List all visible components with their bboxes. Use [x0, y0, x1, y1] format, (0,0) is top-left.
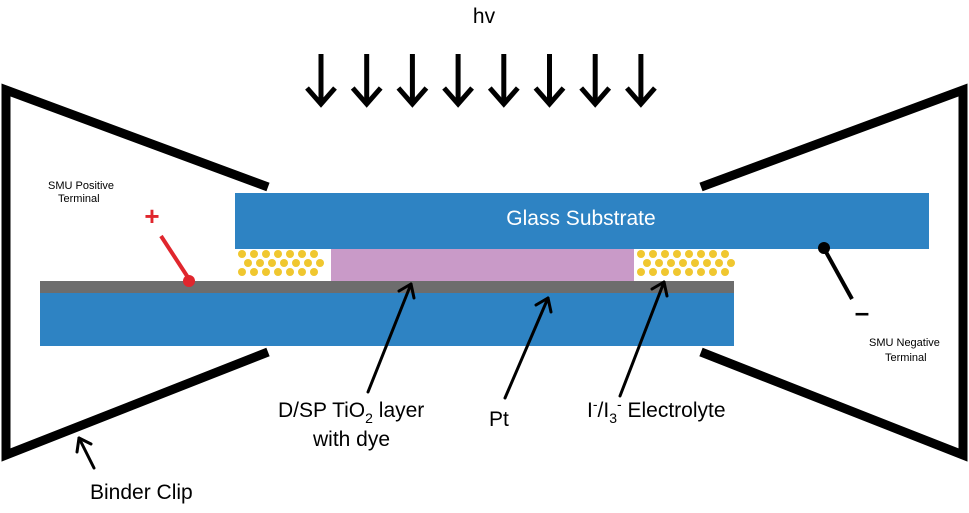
electrolyte-dot	[673, 268, 681, 276]
electrolyte-dot	[727, 259, 735, 267]
electrolyte-dot	[691, 259, 699, 267]
smu-positive-line2: Terminal	[58, 193, 100, 205]
electrolyte-dot	[649, 268, 657, 276]
pt-pointer-arrow	[503, 296, 553, 400]
electrolyte-dot	[292, 259, 300, 267]
electrolyte-dot	[721, 268, 729, 276]
electrolyte-dot	[250, 250, 258, 258]
electrolyte-dot	[310, 268, 318, 276]
glass-substrate-label: Glass Substrate	[506, 207, 655, 230]
electrolyte-dot	[709, 268, 717, 276]
glass-substrate-top	[235, 193, 929, 249]
tio2-label-line1: D/SP TiO2 layer	[278, 399, 424, 426]
electrolyte-dot	[310, 250, 318, 258]
negative-symbol: –	[855, 297, 869, 327]
light-label: hv	[473, 5, 496, 28]
positive-contact-dot	[183, 275, 195, 287]
light-arrow	[625, 54, 657, 108]
dye-layer	[331, 249, 634, 281]
electrolyte-dot	[268, 259, 276, 267]
electrolyte-dot	[661, 250, 669, 258]
electrolyte-dot	[244, 259, 252, 267]
negative-lead	[824, 251, 854, 300]
electrolyte-dot	[286, 268, 294, 276]
electrolyte-pointer-arrow	[618, 280, 669, 398]
electrolyte-dot	[274, 268, 282, 276]
pointer-arrows	[75, 280, 669, 470]
positive-symbol: +	[144, 201, 159, 231]
electrolyte-label: I-/I3- Electrolyte	[587, 396, 726, 426]
electrolyte-dot	[679, 259, 687, 267]
smu-negative-line2: Terminal	[885, 352, 927, 364]
electrolyte-dot	[667, 259, 675, 267]
electrolyte-dot	[685, 268, 693, 276]
positive-lead	[159, 234, 191, 281]
glass-substrate-bottom	[40, 293, 734, 346]
electrolyte-dot	[703, 259, 711, 267]
electrolyte-dot	[280, 259, 288, 267]
electrolyte-dot	[256, 259, 264, 267]
electrolyte-dot	[304, 259, 312, 267]
electrolyte-dot	[298, 268, 306, 276]
binder-clip-left	[1, 83, 270, 462]
electrolyte-dot	[238, 268, 246, 276]
electrolyte-dot	[298, 250, 306, 258]
smu-negative-line1: SMU Negative	[869, 337, 940, 349]
electrolyte-dot	[709, 250, 717, 258]
electrolyte-dot	[637, 268, 645, 276]
light-arrow	[396, 54, 429, 108]
light-arrow	[533, 54, 566, 108]
light-arrow	[487, 54, 520, 108]
tio2-pointer-arrow	[366, 282, 416, 394]
light-arrow	[442, 54, 474, 108]
electrolyte-dot	[274, 250, 282, 258]
electrolyte-dot	[673, 250, 681, 258]
light-arrows	[305, 54, 657, 108]
electrolyte-dot	[697, 250, 705, 258]
binder-clip-pointer-arrow	[75, 436, 96, 470]
electrolyte-dot	[238, 250, 246, 258]
electrolyte-dot	[655, 259, 663, 267]
electrolyte-dot	[316, 259, 324, 267]
electrolyte-dot	[697, 268, 705, 276]
electrolyte-dot	[649, 250, 657, 258]
light-arrow	[579, 54, 612, 108]
electrolyte-dot	[250, 268, 258, 276]
electrolyte-dot	[685, 250, 693, 258]
negative-contact-dot	[818, 242, 830, 254]
conductive-layer	[40, 281, 734, 293]
smu-positive-line1: SMU Positive	[48, 180, 114, 192]
electrolyte-left	[238, 250, 324, 276]
binder-clip-label: Binder Clip	[90, 481, 193, 504]
electrolyte-right	[637, 250, 735, 276]
light-arrow	[350, 54, 383, 108]
binder-clip-right	[699, 83, 968, 462]
pt-label: Pt	[489, 408, 509, 431]
electrolyte-dot	[643, 259, 651, 267]
electrolyte-dot	[262, 268, 270, 276]
light-arrow	[305, 54, 337, 108]
electrolyte-dot	[637, 250, 645, 258]
tio2-label-line2: with dye	[312, 428, 390, 451]
electrolyte-dot	[661, 268, 669, 276]
electrolyte-dot	[715, 259, 723, 267]
electrolyte-dot	[286, 250, 294, 258]
electrolyte-dot	[721, 250, 729, 258]
electrolyte-dot	[262, 250, 270, 258]
